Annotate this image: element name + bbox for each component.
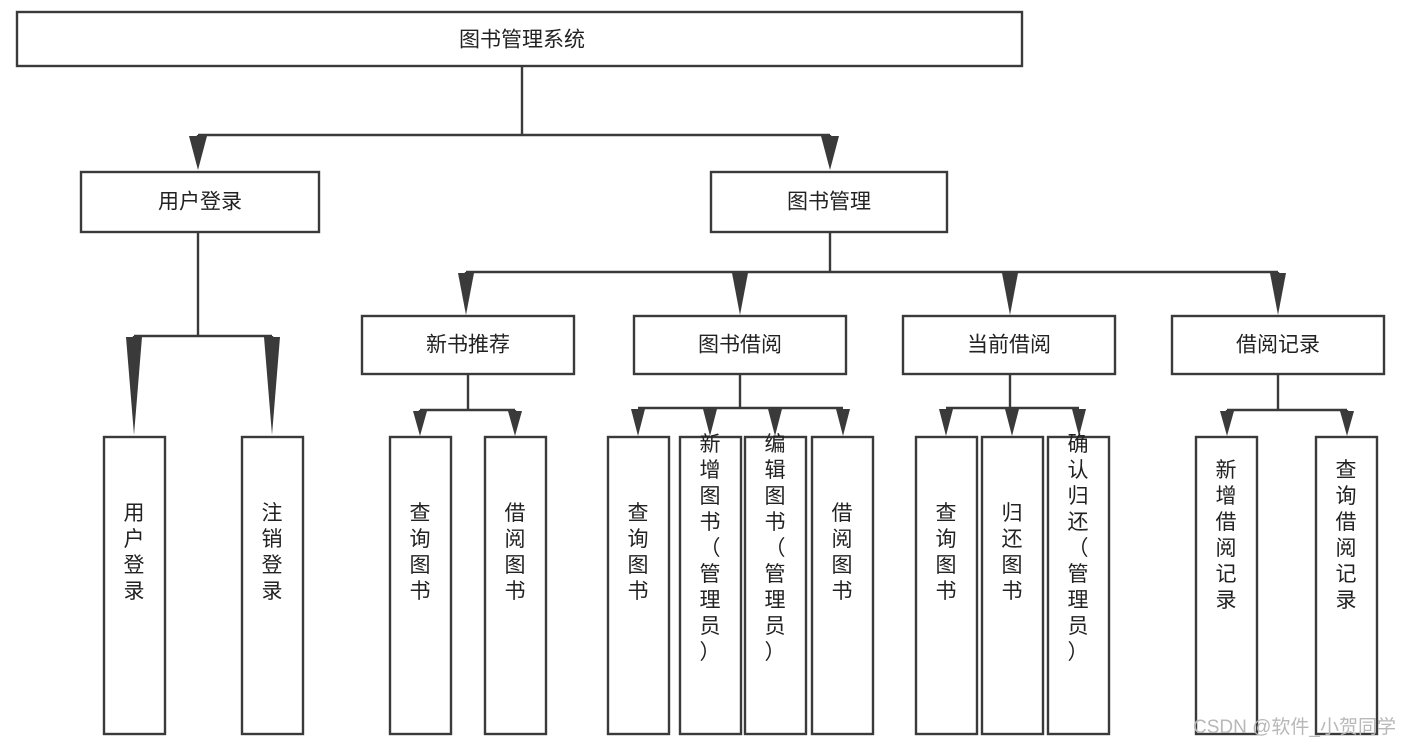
arrow-head-leaf-query-book-2 <box>631 409 645 436</box>
node-leaf-user-logout-box[interactable] <box>240 435 305 736</box>
node-leaf-confirm-return-box[interactable] <box>1046 435 1111 736</box>
node-leaf-borrow-book-2[interactable]: 借阅图书 <box>810 435 875 736</box>
node-current-borrow-box[interactable] <box>901 314 1117 376</box>
node-borrow-record-box[interactable] <box>1170 314 1386 376</box>
node-leaf-query-book-2-label: 查询图书 <box>628 502 649 603</box>
arrow-head-current-borrow <box>1002 273 1018 315</box>
arrow-head-leaf-return-book <box>1005 409 1019 436</box>
connector-layer <box>126 66 1354 436</box>
node-book-borrow-box[interactable] <box>632 314 848 376</box>
node-root-label: 图书管理系统 <box>459 29 585 52</box>
node-current-borrow[interactable]: 当前借阅 <box>901 314 1117 376</box>
node-user-login[interactable]: 用户登录 <box>79 170 321 234</box>
node-leaf-edit-book-label: 编辑图书（管理员） <box>765 433 786 664</box>
node-leaf-confirm-return[interactable]: 确认归还（管理员） <box>1046 433 1111 736</box>
node-leaf-user-logout-label: 注销登录 <box>262 502 283 603</box>
arrow-head-leaf-query-record <box>1340 411 1354 436</box>
arrow-head-leaf-add-book <box>703 409 717 436</box>
node-leaf-borrow-book-1[interactable]: 借阅图书 <box>483 435 548 736</box>
node-leaf-query-book-3-label: 查询图书 <box>936 502 957 603</box>
node-user-login-box[interactable] <box>79 170 321 234</box>
arrow-head-leaf-query-book-1 <box>413 411 427 436</box>
node-leaf-edit-book[interactable]: 编辑图书（管理员） <box>743 433 808 736</box>
node-leaf-query-book-1-label: 查询图书 <box>410 502 431 603</box>
node-borrow-record[interactable]: 借阅记录 <box>1170 314 1386 376</box>
node-leaf-user-logout[interactable]: 注销登录 <box>240 435 305 736</box>
node-leaf-borrow-book-2-label: 借阅图书 <box>832 502 853 603</box>
node-leaf-query-book-3-box[interactable] <box>914 435 979 736</box>
watermark-label: CSDN @软件_小贺同学 <box>1193 716 1396 738</box>
node-leaf-user-login-box[interactable] <box>102 435 167 736</box>
node-new-book-recommend[interactable]: 新书推荐 <box>360 314 576 376</box>
node-leaf-return-book[interactable]: 归还图书 <box>980 435 1045 736</box>
node-leaf-query-record-label: 查询借阅记录 <box>1336 459 1357 612</box>
node-root-box[interactable] <box>15 10 1024 68</box>
arrow-head-leaf-add-record <box>1220 411 1234 436</box>
node-new-book-recommend-box[interactable] <box>360 314 576 376</box>
arrow-head-book-borrow <box>732 273 748 315</box>
node-book-management-label: 图书管理 <box>787 191 871 214</box>
arrow-head-new-book-recommend <box>458 273 474 315</box>
node-leaf-edit-book-box[interactable] <box>743 435 808 736</box>
node-leaf-query-book-1-box[interactable] <box>388 435 453 736</box>
arrow-head-book-management <box>821 136 839 170</box>
node-leaf-query-book-1[interactable]: 查询图书 <box>388 435 453 736</box>
node-book-borrow[interactable]: 图书借阅 <box>632 314 848 376</box>
node-borrow-record-label: 借阅记录 <box>1236 334 1320 357</box>
node-user-login-label: 用户登录 <box>158 191 242 214</box>
node-leaf-borrow-book-1-label: 借阅图书 <box>505 502 526 603</box>
node-leaf-query-book-3[interactable]: 查询图书 <box>914 435 979 736</box>
node-leaf-return-book-label: 归还图书 <box>1002 502 1023 603</box>
node-leaf-add-record[interactable]: 新增借阅记录 <box>1194 435 1259 736</box>
arrow-head-borrow-record <box>1270 273 1286 315</box>
node-leaf-add-record-box[interactable] <box>1194 435 1259 736</box>
arrow-head-leaf-borrow-book-2 <box>836 409 850 436</box>
node-current-borrow-label: 当前借阅 <box>967 334 1051 357</box>
node-book-management[interactable]: 图书管理 <box>709 170 949 234</box>
node-leaf-confirm-return-label: 确认归还（管理员） <box>1068 433 1089 664</box>
node-leaf-query-record[interactable]: 查询借阅记录 <box>1314 435 1379 736</box>
arrow-head-leaf-borrow-book-1 <box>508 411 522 436</box>
node-new-book-recommend-label: 新书推荐 <box>426 334 510 357</box>
arrow-head-leaf-edit-book <box>768 409 782 436</box>
node-leaf-borrow-book-2-box[interactable] <box>810 435 875 736</box>
node-leaf-user-login[interactable]: 用户登录 <box>102 435 167 736</box>
node-root[interactable]: 图书管理系统 <box>15 10 1024 68</box>
node-book-borrow-label: 图书借阅 <box>698 334 782 357</box>
node-leaf-query-book-2-box[interactable] <box>606 435 671 736</box>
node-leaf-add-book-label: 新增图书（管理员） <box>700 433 721 664</box>
arrow-head-user-login <box>189 136 207 170</box>
node-leaf-add-book-box[interactable] <box>678 435 743 736</box>
arrow-head-leaf-query-book-3 <box>939 409 953 436</box>
node-leaf-return-book-box[interactable] <box>980 435 1045 736</box>
node-leaf-add-record-label: 新增借阅记录 <box>1216 459 1237 612</box>
node-leaf-query-record-box[interactable] <box>1314 435 1379 736</box>
node-leaf-user-login-label: 用户登录 <box>124 502 145 603</box>
node-leaf-query-book-2[interactable]: 查询图书 <box>606 435 671 736</box>
node-leaf-borrow-book-1-box[interactable] <box>483 435 548 736</box>
node-book-management-box[interactable] <box>709 170 949 234</box>
node-leaf-add-book[interactable]: 新增图书（管理员） <box>678 433 743 736</box>
arrow-head-leaf-confirm-return <box>1072 409 1086 436</box>
